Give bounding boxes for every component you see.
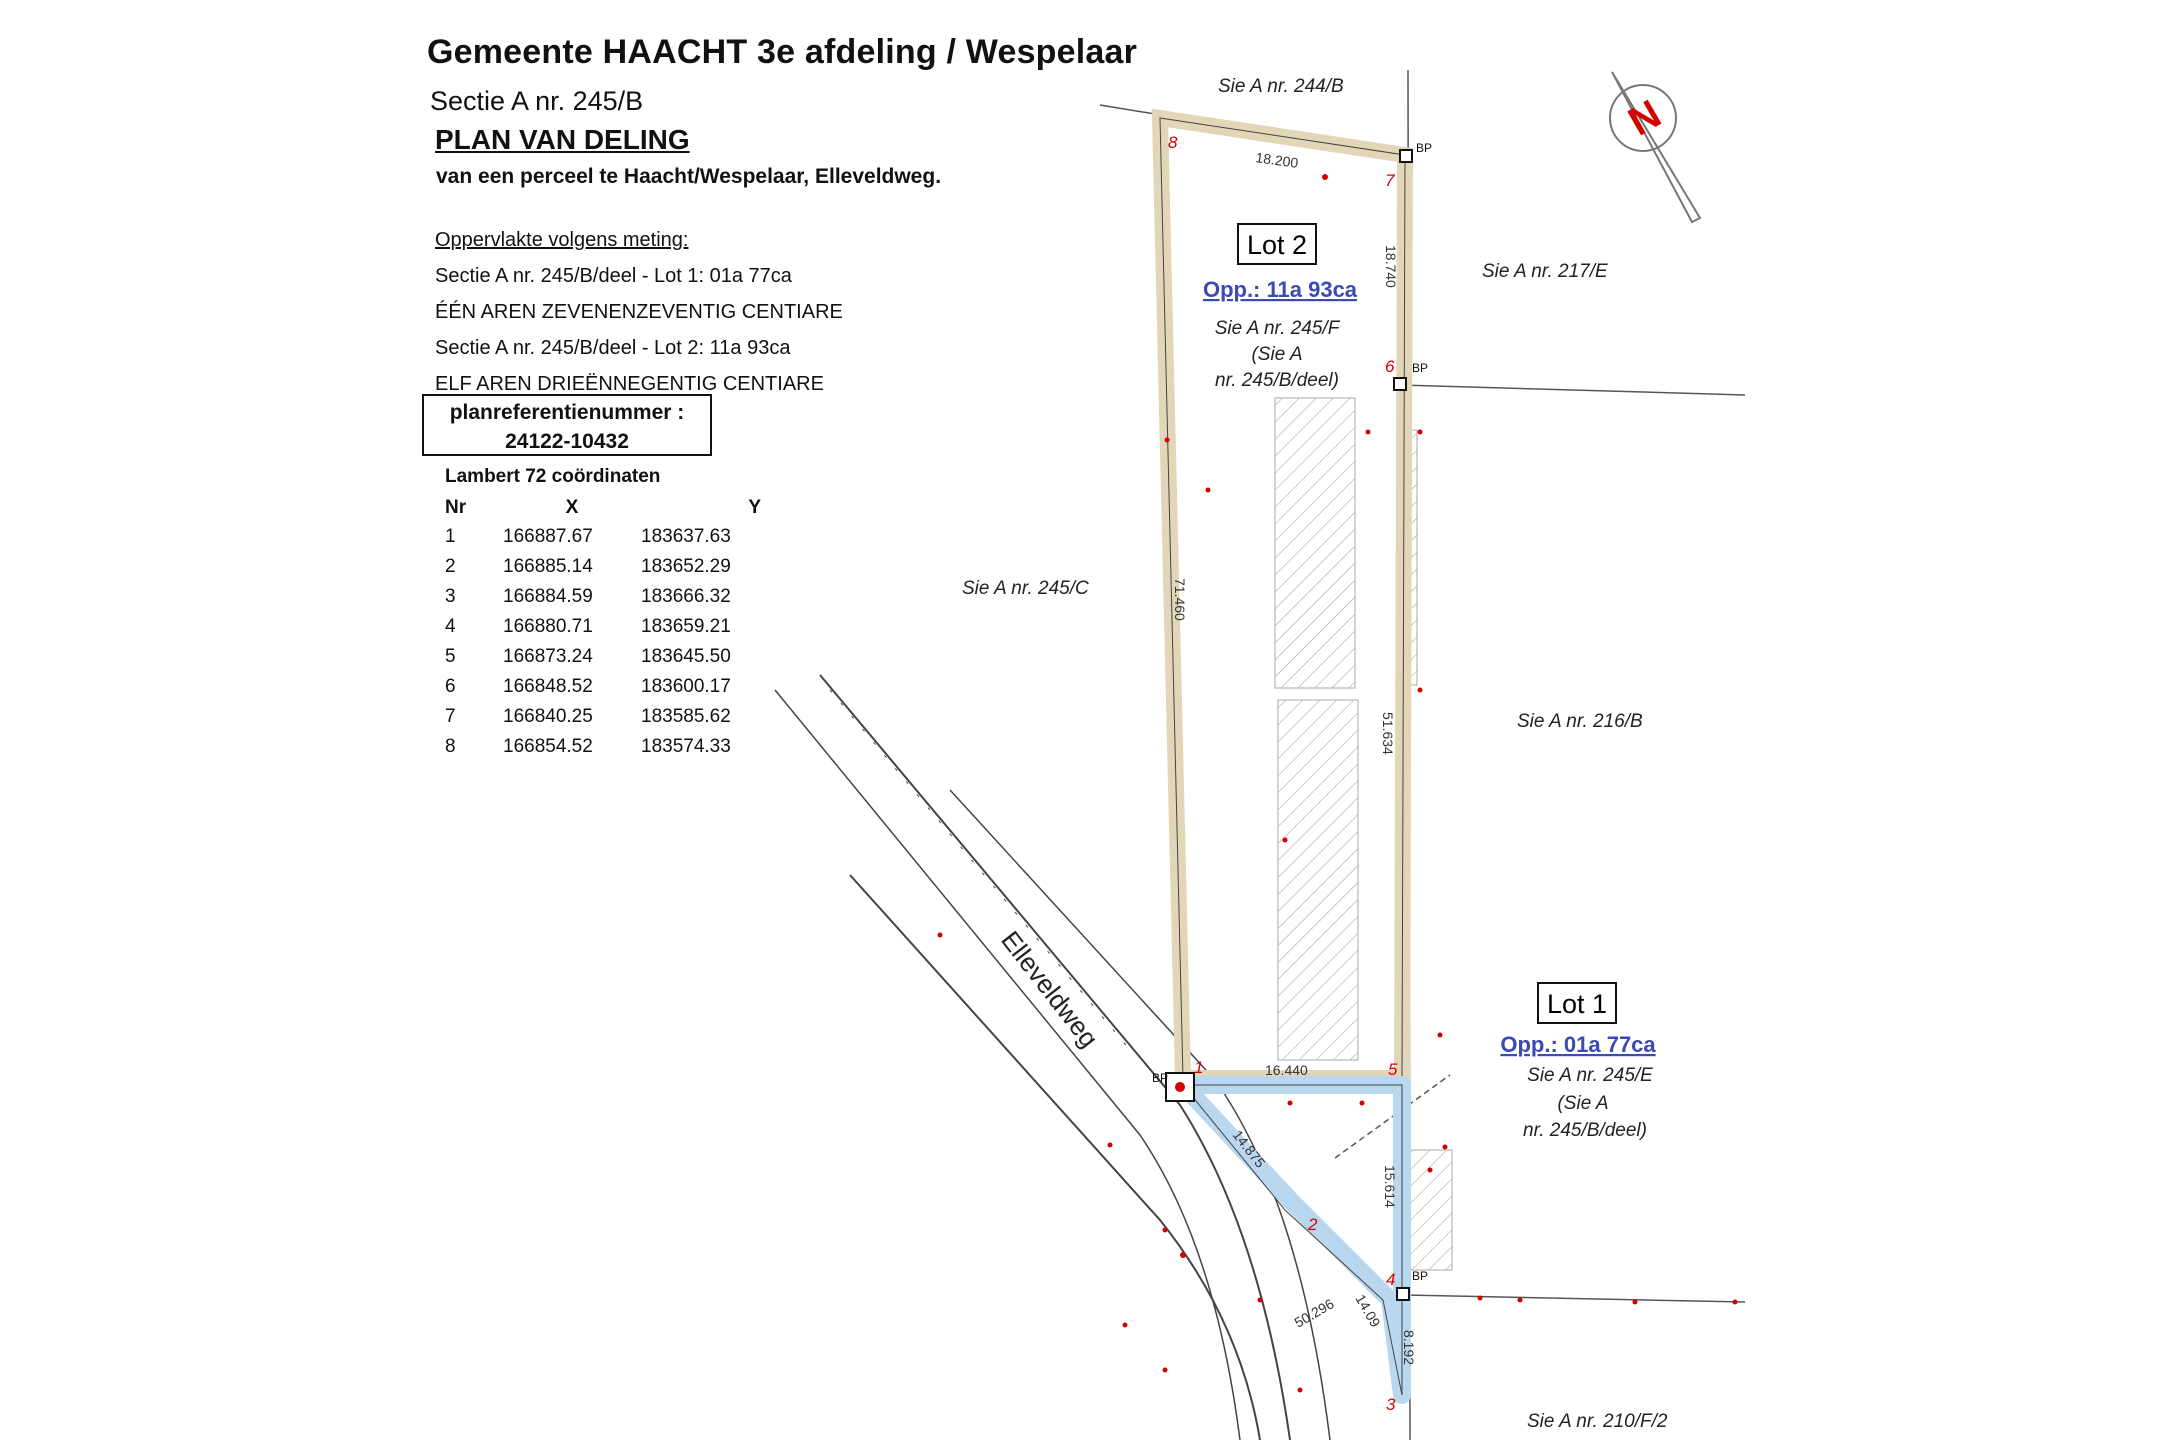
bp-label: BP: [1416, 141, 1432, 155]
column-header-y: Y: [748, 497, 761, 518]
table-row: 3 166884.59 183666.32: [445, 582, 761, 612]
coordinates-table: Nr X Y 1 166887.67 183637.63 2 166885.14 1836…: [445, 494, 761, 762]
cell-nr: 4: [445, 616, 456, 637]
cell-nr: 1: [445, 526, 456, 547]
lot-2-parcel-line: nr. 245/B/deel): [1215, 370, 1339, 391]
hatched-structures: [1274, 397, 1453, 1271]
cell-x: 166887.67: [503, 526, 593, 547]
table-row: 5 166873.24 183645.50: [445, 642, 761, 672]
lot-2-label-box: [1237, 223, 1317, 265]
dim-right-middle: 51.634: [1380, 712, 1396, 755]
table-row: 1 166887.67 183637.63: [445, 522, 761, 552]
lot-1-label-box: [1537, 982, 1617, 1024]
cell-nr: 6: [445, 676, 456, 697]
street-name: Elleveldweg: [995, 925, 1104, 1053]
area-line: Sectie A nr. 245/B/deel - Lot 1: 01a 77c…: [435, 265, 792, 287]
table-row: 8 166854.52 183574.33: [445, 732, 761, 762]
cell-y: 183666.32: [641, 586, 731, 607]
cell-y: 183659.21: [641, 616, 731, 637]
point-label-7: 7: [1385, 171, 1395, 190]
bp-label: BP: [1152, 1071, 1168, 1085]
dim-top: 18.200: [1255, 149, 1300, 171]
road-lines: [774, 674, 1331, 1440]
reference-label: planreferentienummer :: [449, 401, 685, 424]
dim-lower-c: 50.296: [1292, 1295, 1337, 1330]
plan-title-municipality: Gemeente HAACHT 3e afdeling / Wespelaar: [427, 33, 1138, 71]
boundary-markers: [1165, 149, 1413, 1301]
neighbour-parcel: Sie A nr. 216/B: [1517, 711, 1643, 732]
lot-1-area: Opp.: 01a 77ca: [1500, 1032, 1656, 1057]
plan-heading: PLAN VAN DELING: [435, 124, 690, 155]
lot-1-parcel-line: nr. 245/B/deel): [1523, 1120, 1647, 1141]
area-heading: Oppervlakte volgens meting:: [435, 229, 689, 251]
bp-label: BP: [1412, 361, 1428, 375]
reference-number: 24122-10432: [505, 430, 629, 453]
plan-description: van een perceel te Haacht/Wespelaar, Ell…: [436, 165, 942, 188]
bp-label: BP: [1412, 1269, 1428, 1283]
area-line: ÉÉN AREN ZEVENENZEVENTIG CENTIARE: [435, 301, 843, 323]
cell-y: 183585.62: [641, 706, 731, 727]
coordinates-block: Lambert 72 coördinaten Nr X Y 1 166887.67…: [445, 466, 761, 762]
point-label-3: 3: [1386, 1395, 1396, 1414]
cell-y: 183652.29: [641, 556, 731, 577]
cell-nr: 7: [445, 706, 456, 727]
cell-nr: 3: [445, 586, 456, 607]
cell-x: 166840.25: [503, 706, 593, 727]
neighbour-parcel: Sie A nr. 210/F/2: [1527, 1411, 1668, 1432]
cell-x: 166885.14: [503, 556, 593, 577]
lot-2-label: Lot 2: [1247, 230, 1307, 260]
point-label-6: 6: [1385, 357, 1395, 376]
north-arrow-icon: N: [1609, 71, 1702, 224]
cell-nr: 8: [445, 736, 456, 757]
reference-box: planreferentienummer : 24122-10432: [422, 394, 712, 456]
point-label-1: 1: [1194, 1058, 1203, 1077]
cell-nr: 2: [445, 556, 456, 577]
cell-x: 166848.52: [503, 676, 593, 697]
table-row: 7 166840.25 183585.62: [445, 702, 761, 732]
dim-lower-b: 8.192: [1401, 1330, 1417, 1365]
area-summary: Oppervlakte volgens meting: Sectie A nr.…: [435, 222, 843, 402]
plan-subtitle-section: Sectie A nr. 245/B: [430, 86, 644, 116]
area-line: ELF AREN DRIEËNNEGENTIG CENTIARE: [435, 373, 824, 395]
survey-dots: [937, 429, 1738, 1393]
table-row: 4 166880.71 183659.21: [445, 612, 761, 642]
point-label-8: 8: [1168, 133, 1178, 152]
dim-left: 71.460: [1172, 578, 1188, 621]
cell-y: 183637.63: [641, 526, 731, 547]
neighbour-parcel: Sie A nr. 245/C: [962, 578, 1089, 599]
cell-x: 166884.59: [503, 586, 593, 607]
table-row: 2 166885.14 183652.29: [445, 552, 761, 582]
column-header-x: X: [565, 497, 579, 518]
cell-y: 183600.17: [641, 676, 731, 697]
area-line: Sectie A nr. 245/B/deel - Lot 2: 11a 93c…: [435, 337, 791, 359]
point-label-4: 4: [1386, 1270, 1395, 1289]
table-header-row: Nr X Y: [445, 494, 761, 522]
lot-1-parcel-line: (Sie A: [1557, 1093, 1608, 1114]
point-label-2: 2: [1307, 1215, 1318, 1234]
lot-2-parcel-line: (Sie A: [1251, 344, 1302, 365]
cell-x: 166873.24: [503, 646, 593, 667]
point-label-5: 5: [1388, 1060, 1398, 1079]
table-row: 6 166848.52 183600.17: [445, 672, 761, 702]
cell-nr: 5: [445, 646, 456, 667]
cell-y: 183574.33: [641, 736, 731, 757]
cell-x: 166854.52: [503, 736, 593, 757]
dim-lot1-right: 15.614: [1382, 1165, 1398, 1208]
dim-divider: 16.440: [1265, 1062, 1308, 1078]
lot-1-parcel-line: Sie A nr. 245/E: [1527, 1065, 1653, 1086]
coordinates-title: Lambert 72 coördinaten: [445, 466, 661, 487]
lot-2-parcel-line: Sie A nr. 245/F: [1215, 318, 1341, 339]
cell-y: 183645.50: [641, 646, 731, 667]
neighbour-parcel: Sie A nr. 217/E: [1482, 261, 1608, 282]
cell-x: 166880.71: [503, 616, 593, 637]
lot-1-label: Lot 1: [1547, 989, 1607, 1019]
neighbour-parcel: Sie A nr. 244/B: [1218, 76, 1344, 97]
column-header-nr: Nr: [445, 497, 467, 518]
lot-1-parcel: [1174, 1076, 1411, 1404]
dim-right-upper: 18.740: [1383, 245, 1399, 288]
lot-2-area: Opp.: 11a 93ca: [1203, 277, 1358, 302]
